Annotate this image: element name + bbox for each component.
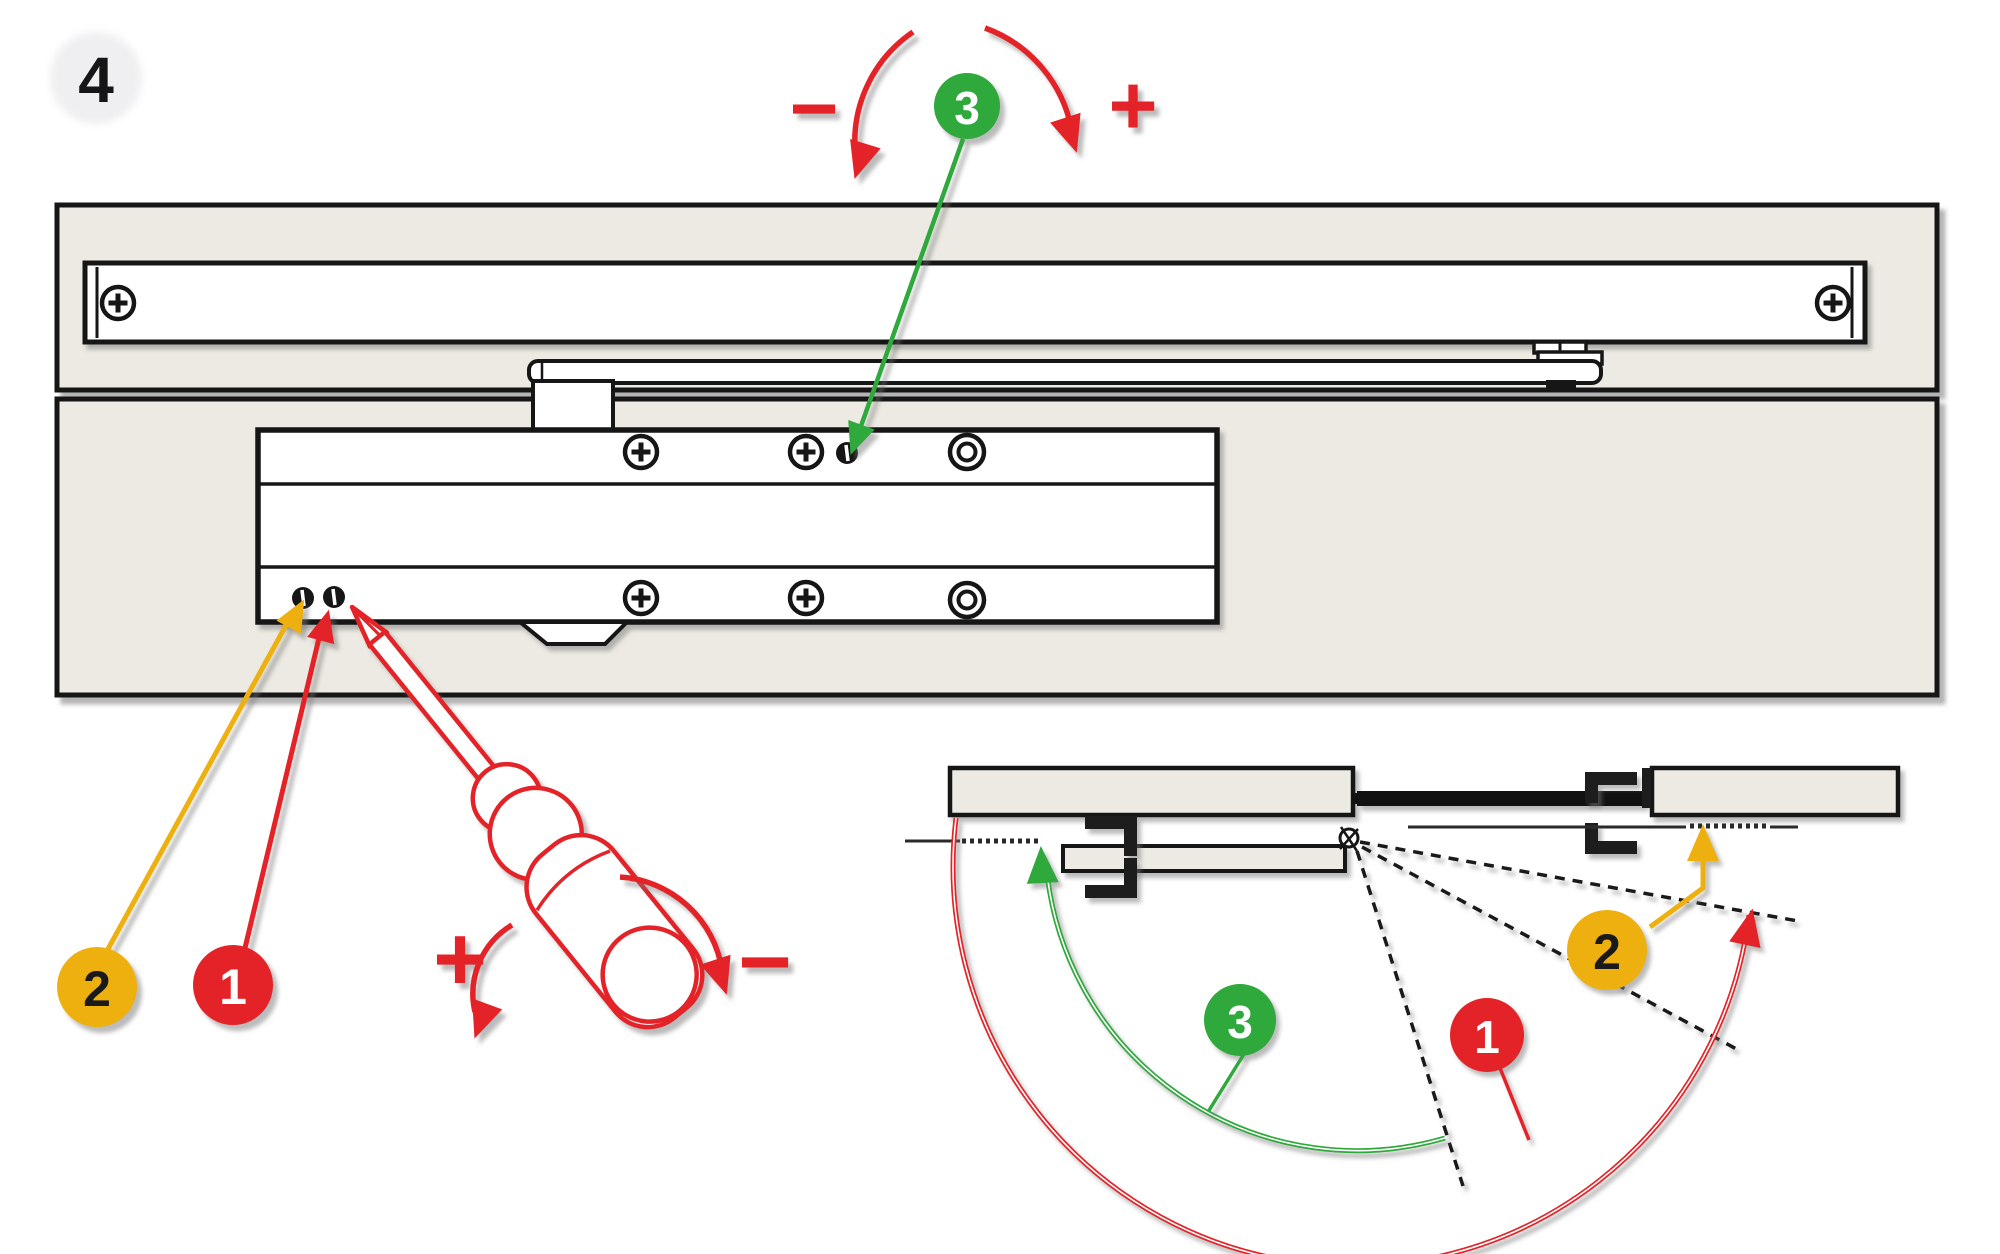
callout-2-annotation: 2: [57, 592, 317, 1027]
step-badge-circle: [50, 32, 142, 124]
callout-3-circle: [934, 73, 1000, 139]
plan-callout-2-leader: [1648, 848, 1706, 930]
body-screw-icon: [625, 436, 657, 468]
rail-screw-left-icon: [102, 287, 134, 319]
ccw-arrow-arc: [852, 29, 915, 151]
step-number: 4: [78, 44, 114, 116]
callout-3-annotation: 3: [837, 73, 1000, 460]
door-seal-lines: [905, 823, 1798, 844]
callout-2-leader: [105, 616, 293, 951]
plan-callout-1: 1: [1450, 998, 1531, 1141]
body-screw-icon: [790, 436, 822, 468]
latch-range-arc: [1024, 845, 1446, 1154]
door-swing-dashed-lines: [1355, 840, 1799, 1187]
callout-1-leader: [242, 633, 323, 949]
mount-hole-icon: [950, 435, 984, 469]
plan-wall-bar: [1649, 765, 1901, 818]
plan-callout-2: 2: [1567, 824, 1719, 990]
callout-2-circle: [57, 947, 137, 1027]
plan-callout-2-label: 2: [1593, 924, 1621, 980]
red-arrowhead-icon: [1050, 112, 1093, 158]
callout-1-label: 1: [219, 959, 247, 1015]
plan-slide-rail: [1357, 791, 1645, 806]
green-arrowhead-icon: [1024, 845, 1059, 884]
callout-3-leader: [853, 138, 966, 441]
screwdriver: [349, 604, 705, 1030]
swing-line-open-large: [1355, 850, 1465, 1187]
plan-view-diagram: 2 1 3: [905, 765, 1901, 1254]
hinge-bracket-icon: [1585, 823, 1637, 854]
red-arrowhead-icon: [1729, 905, 1769, 948]
closing-range-arc: [950, 817, 1769, 1254]
rotation-direction-top: − +: [789, 25, 1158, 184]
plan-frame-bar: [947, 765, 1356, 818]
arm-shoe: [531, 379, 615, 433]
step-badge: 4: [50, 32, 142, 124]
screwdriver-handle-end: [600, 925, 699, 1024]
plus-sign: +: [1108, 58, 1157, 152]
minus-sign: −: [789, 61, 838, 155]
cw-arrow-arc: [984, 25, 1075, 133]
plan-door-leaf: [1061, 844, 1347, 873]
plan-callout-3: 3: [1204, 984, 1276, 1113]
rail-screw-right-icon: [1817, 287, 1849, 319]
yellow-arrowhead-icon: [1687, 824, 1719, 861]
mount-hole-icon: [950, 583, 984, 617]
latch-tab: [514, 620, 632, 646]
callout-3-label: 3: [954, 82, 980, 134]
closer-arm: [527, 340, 1604, 433]
red-arrowhead-icon: [700, 954, 743, 1000]
body-screw-icon: [790, 582, 822, 614]
callout-2-label: 2: [83, 961, 111, 1017]
hinge-bracket-icon: [1585, 772, 1637, 803]
cw-arrow-arc: [619, 874, 725, 971]
arm-bar: [527, 359, 1603, 385]
plan-callout-3-label: 3: [1227, 996, 1253, 1048]
plan-callout-1-label: 1: [1474, 1011, 1500, 1063]
pivot-hinge-icon: [1338, 826, 1360, 852]
body-screw-icon: [625, 582, 657, 614]
slide-rail: [82, 260, 1868, 345]
closer-body: [255, 427, 1220, 646]
plan-callout-1-leader: [1498, 1067, 1531, 1141]
hinge-bracket-icon: [1085, 816, 1137, 856]
callout-1-annotation: 1: [193, 606, 343, 1025]
plan-callout-2-circle: [1567, 910, 1647, 990]
plan-callout-3-circle: [1204, 984, 1276, 1056]
red-arrowhead-icon: [839, 138, 881, 184]
rotation-direction-screwdriver: + −: [433, 874, 792, 1045]
swing-line-open-small: [1359, 840, 1799, 923]
minus-sign: −: [738, 911, 792, 1013]
plan-callout-3-leader: [1206, 1053, 1246, 1113]
swing-line-open-mid: [1361, 845, 1743, 1054]
hinge-bracket-icon: [1085, 858, 1137, 898]
plan-callout-1-circle: [1450, 998, 1524, 1072]
callout-1-circle: [193, 945, 273, 1025]
elevation-diagram: [54, 202, 1940, 698]
valve-screw-1: [321, 584, 347, 610]
